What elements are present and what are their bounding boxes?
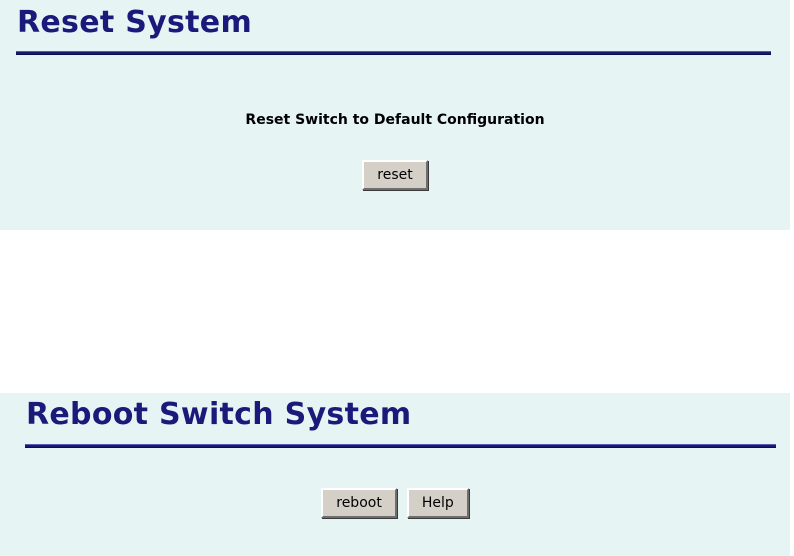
help-button[interactable]: Help <box>406 488 469 518</box>
page-title-reset-system: Reset System <box>17 5 253 40</box>
reboot-section-divider <box>25 444 776 448</box>
reset-button-row: reset <box>0 160 790 190</box>
page-title-reboot-switch-system: Reboot Switch System <box>26 397 412 432</box>
reset-button[interactable]: reset <box>362 160 428 190</box>
reboot-button[interactable]: reboot <box>321 488 397 518</box>
reset-section-divider <box>16 51 771 55</box>
reboot-system-panel <box>0 393 790 556</box>
reset-instruction-label: Reset Switch to Default Configuration <box>245 112 545 128</box>
reset-system-panel <box>0 0 790 230</box>
reboot-button-row: reboot Help <box>0 488 790 518</box>
